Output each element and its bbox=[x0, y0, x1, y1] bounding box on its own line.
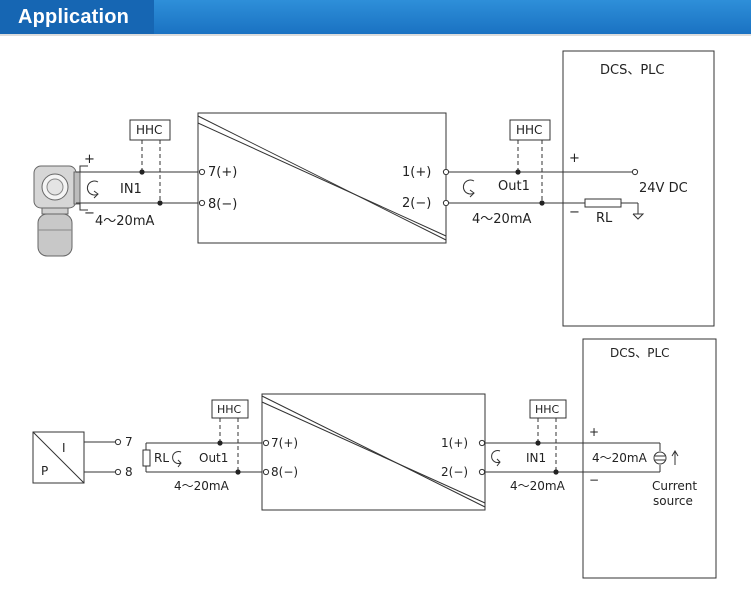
current-source-icon bbox=[653, 451, 667, 465]
rl-label-1: RL bbox=[596, 211, 613, 226]
supply-label: 24V DC bbox=[639, 181, 688, 196]
terminal-1-label-1: 1(+) bbox=[402, 165, 431, 180]
hhc-label-right-2: HHC bbox=[535, 403, 560, 416]
hhc-label-left-2: HHC bbox=[217, 403, 242, 416]
diagram-1 bbox=[33, 50, 715, 327]
terminal-7-label-2: 7(+) bbox=[271, 436, 298, 450]
hhc-label-left-1: HHC bbox=[136, 123, 162, 137]
rl-label-2: RL bbox=[154, 451, 169, 465]
page-title: Application bbox=[18, 5, 130, 28]
ip-p-label: P bbox=[41, 464, 48, 478]
minus-label-left-1: − bbox=[84, 206, 95, 221]
terminal-2-label-1: 2(−) bbox=[402, 196, 431, 211]
current-source-label-line2: source bbox=[653, 494, 693, 508]
terminal-8-label-2: 8(−) bbox=[271, 465, 298, 479]
current-label-left-2: 4～20mA bbox=[174, 479, 230, 493]
dcs-plc-box-2 bbox=[582, 338, 717, 579]
hhc-label-right-1: HHC bbox=[516, 123, 542, 137]
current-label-left-1: 4～20mA bbox=[95, 214, 154, 229]
dcs-plc-label-1: DCS、PLC bbox=[600, 63, 665, 78]
minus-label-dcs-2: − bbox=[589, 473, 599, 487]
minus-label-dcs-1: − bbox=[569, 205, 580, 220]
ip-i-label: I bbox=[62, 441, 66, 455]
in1-label-1: IN1 bbox=[120, 182, 142, 197]
current-label-right-2: 4～20mA bbox=[510, 479, 566, 493]
port-8-label: 8 bbox=[125, 465, 133, 479]
current-source-label-line1: Current bbox=[652, 479, 697, 493]
terminal-1-label-2: 1(+) bbox=[441, 436, 468, 450]
current-label-right-1: 4～20mA bbox=[472, 212, 531, 227]
terminal-7-label-1: 7(+) bbox=[208, 165, 237, 180]
header-tab: Application bbox=[0, 0, 154, 34]
current-value-label: 4～20mA bbox=[592, 451, 648, 465]
isolator-box bbox=[197, 112, 447, 244]
terminal-2-label-2: 2(−) bbox=[441, 465, 468, 479]
header-divider bbox=[0, 34, 751, 36]
ip-converter bbox=[32, 431, 85, 484]
diagram-2 bbox=[32, 338, 717, 579]
isolator-box-2 bbox=[261, 393, 486, 511]
in1-label-2: IN1 bbox=[526, 451, 546, 465]
plus-label-dcs-2: + bbox=[589, 425, 599, 439]
dcs-plc-label-2: DCS、PLC bbox=[610, 346, 670, 360]
dcs-plc-box-1 bbox=[562, 50, 715, 327]
plus-label-left-1: + bbox=[84, 152, 95, 167]
plus-label-dcs-1: + bbox=[569, 151, 580, 166]
out1-label-1: Out1 bbox=[498, 179, 530, 194]
transmitter-icon bbox=[33, 165, 81, 257]
port-7-label: 7 bbox=[125, 435, 133, 449]
out1-label-2: Out1 bbox=[199, 451, 228, 465]
terminal-8-label-1: 8(−) bbox=[208, 197, 237, 212]
